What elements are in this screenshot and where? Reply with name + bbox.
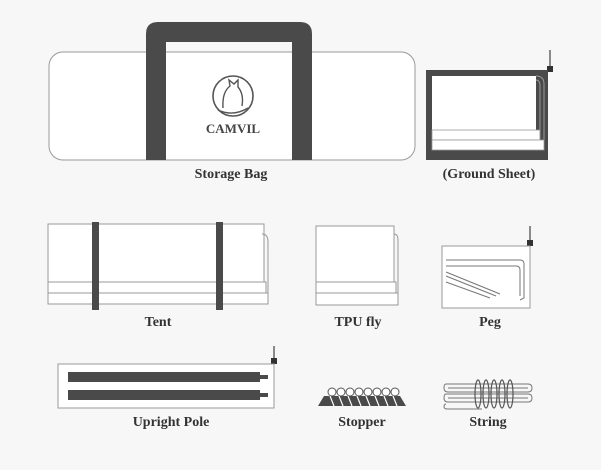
- tent-illustration: [47, 222, 269, 310]
- upright-pole-illustration: [57, 346, 277, 409]
- label-ground-sheet: (Ground Sheet): [442, 167, 536, 182]
- storage-bag-illustration: CAMVIL: [48, 22, 416, 161]
- label-string: String: [469, 415, 507, 430]
- logo-text: CAMVIL: [206, 121, 260, 136]
- tpu-fly-illustration: [315, 225, 399, 306]
- label-tent: Tent: [144, 315, 172, 330]
- string-illustration: [443, 379, 533, 410]
- label-storage-bag: Storage Bag: [194, 167, 268, 182]
- camvil-logo: [212, 75, 254, 117]
- label-tpu-fly: TPU fly: [334, 315, 382, 330]
- label-stopper: Stopper: [338, 415, 386, 430]
- stopper-illustration: [318, 387, 406, 407]
- label-peg: Peg: [479, 315, 501, 330]
- label-upright-pole: Upright Pole: [132, 415, 210, 430]
- peg-illustration: [441, 226, 533, 309]
- ground-sheet-illustration: [426, 50, 553, 160]
